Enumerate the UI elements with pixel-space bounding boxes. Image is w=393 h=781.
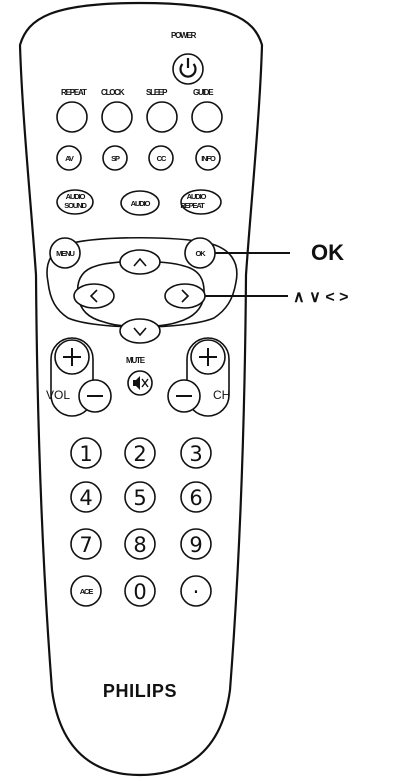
ok-callout-label: OK <box>311 240 344 265</box>
ace-button[interactable]: ACE <box>70 575 102 607</box>
brand-logo: PHILIPS <box>103 681 177 701</box>
repeat-button[interactable] <box>56 101 88 133</box>
mute-icon <box>133 376 149 390</box>
svg-text:·: · <box>193 580 200 604</box>
svg-text:1: 1 <box>79 442 92 466</box>
num-4-button[interactable]: 4 <box>70 481 102 513</box>
clock-label: CLOCK <box>101 88 125 97</box>
sp-button[interactable]: SP <box>102 145 128 171</box>
chevron-up-icon <box>133 257 147 267</box>
svg-text:REPEAT: REPEAT <box>180 201 205 210</box>
guide-label: GUIDE <box>193 88 214 97</box>
svg-text:8: 8 <box>133 533 146 557</box>
sleep-label: SLEEP <box>146 88 168 97</box>
repeat-label: REPEAT <box>61 88 87 97</box>
menu-button[interactable]: MENU <box>49 237 81 269</box>
info-button[interactable]: INFO <box>195 145 221 171</box>
svg-text:MENU: MENU <box>56 249 74 258</box>
svg-text:9: 9 <box>189 533 202 557</box>
power-icon <box>179 58 197 78</box>
ch-rocker-outline <box>186 337 230 417</box>
svg-text:SOUND: SOUND <box>64 201 87 210</box>
ch-up-button[interactable] <box>190 339 226 375</box>
right-button[interactable] <box>164 283 206 309</box>
vol-up-button[interactable] <box>54 339 90 375</box>
svg-text:4: 4 <box>79 486 92 510</box>
audio-sound-button[interactable]: AUDIO SOUND <box>56 189 94 215</box>
dot-button[interactable]: · <box>180 575 212 607</box>
vol-label: VOL <box>46 388 70 402</box>
clock-button[interactable] <box>101 101 133 133</box>
chevron-left-icon <box>89 289 98 303</box>
num-1-button[interactable]: 1 <box>70 437 102 469</box>
num-2-button[interactable]: 2 <box>124 437 156 469</box>
svg-text:2: 2 <box>133 442 146 466</box>
svg-text:AUDIO: AUDIO <box>131 199 151 208</box>
down-button[interactable] <box>119 318 161 344</box>
audio-button[interactable]: AUDIO <box>120 190 160 216</box>
svg-text:AV: AV <box>65 154 74 163</box>
svg-text:AUDIO: AUDIO <box>187 192 207 201</box>
svg-text:INFO: INFO <box>201 154 216 163</box>
vol-down-button[interactable] <box>78 379 112 413</box>
vol-rocker-outline <box>50 337 94 417</box>
num-6-button[interactable]: 6 <box>180 481 212 513</box>
num-3-button[interactable]: 3 <box>180 437 212 469</box>
audio-repeat-button[interactable]: AUDIO REPEAT <box>180 189 222 215</box>
svg-text:CC: CC <box>157 154 167 163</box>
guide-button[interactable] <box>191 101 223 133</box>
up-button[interactable] <box>119 249 161 275</box>
num-5-button[interactable]: 5 <box>124 481 156 513</box>
plus-icon <box>63 348 81 366</box>
power-button[interactable] <box>172 53 204 85</box>
svg-text:0: 0 <box>133 580 146 604</box>
num-9-button[interactable]: 9 <box>180 528 212 560</box>
chevron-down-icon <box>133 327 147 337</box>
sleep-button[interactable] <box>146 101 178 133</box>
ch-down-button[interactable] <box>167 379 201 413</box>
svg-text:AUDIO: AUDIO <box>66 192 86 201</box>
plus-icon <box>199 348 217 366</box>
num-0-button[interactable]: 0 <box>124 575 156 607</box>
mute-button[interactable] <box>127 370 153 396</box>
svg-text:ACE: ACE <box>80 587 94 596</box>
mute-label: MUTE <box>126 356 146 365</box>
nav-outer-ring <box>46 236 238 328</box>
svg-text:5: 5 <box>133 486 146 510</box>
av-button[interactable]: AV <box>56 145 82 171</box>
svg-text:OK: OK <box>195 249 206 258</box>
num-7-button[interactable]: 7 <box>70 528 102 560</box>
svg-text:6: 6 <box>189 486 202 510</box>
chevron-right-icon <box>181 289 190 303</box>
power-label: POWER <box>171 31 197 40</box>
left-button[interactable] <box>73 283 115 309</box>
svg-text:7: 7 <box>79 533 92 557</box>
arrows-callout-label: ∧ ∨ < > <box>293 289 348 306</box>
cc-button[interactable]: CC <box>148 145 174 171</box>
ok-button[interactable]: OK <box>184 237 216 269</box>
svg-text:3: 3 <box>189 442 202 466</box>
svg-text:SP: SP <box>111 154 120 163</box>
ch-label: CH <box>213 388 230 402</box>
num-8-button[interactable]: 8 <box>124 528 156 560</box>
